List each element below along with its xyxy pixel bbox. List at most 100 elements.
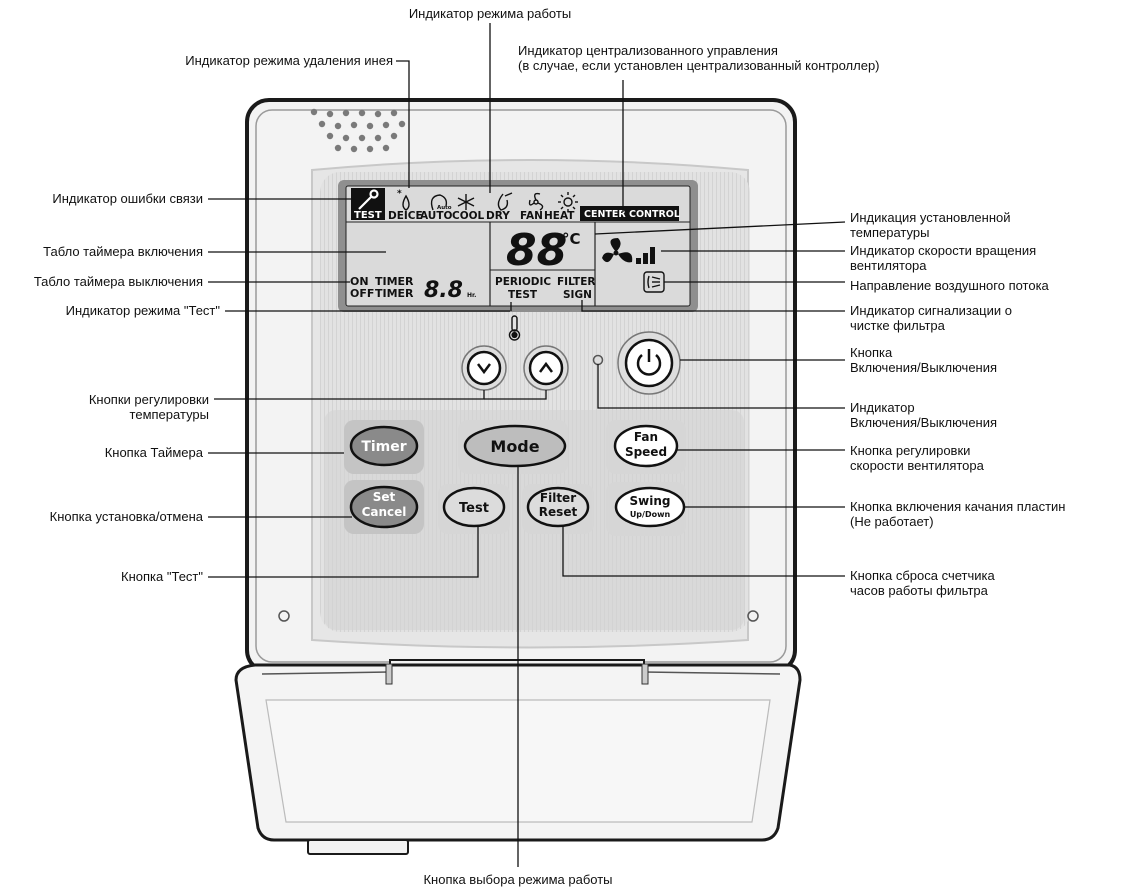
svg-text:Reset: Reset: [539, 505, 578, 519]
label-swing-button-2: (Не работает): [850, 514, 934, 529]
label-temp-buttons-1: Кнопки регулировки: [89, 392, 209, 407]
mode-button[interactable]: Mode: [458, 420, 568, 474]
label-power-button-1: Кнопка: [850, 345, 893, 360]
mode-label-fan: FAN: [520, 210, 543, 222]
on-timer-label: TIMER: [375, 275, 414, 288]
chevron-up-icon: [539, 361, 553, 373]
fan-speed-indicator: [602, 238, 655, 264]
label-test-mode: Индикатор режима "Тест": [66, 303, 221, 318]
label-fan-speed-ind-1: Индикатор скорости вращения: [850, 243, 1036, 258]
label-test-button: Кнопка "Тест": [121, 569, 203, 584]
temp-unit: °C: [562, 230, 581, 248]
test-button[interactable]: Test: [438, 484, 510, 534]
label-power-indicator-2: Включения/Выключения: [850, 415, 997, 430]
label-filter-reset-1: Кнопка сброса счетчика: [850, 568, 995, 583]
mode-icons: * Auto: [397, 189, 578, 212]
mode-label-dry: DRY: [486, 210, 510, 222]
svg-text:Swing: Swing: [630, 494, 671, 508]
filter-sign-indicator: FILTER SIGN: [557, 276, 595, 301]
off-label: OFF: [350, 287, 374, 300]
power-button[interactable]: [617, 331, 681, 395]
label-mode-indicator: Индикатор режима работы: [409, 6, 571, 21]
svg-text:Cancel: Cancel: [362, 505, 407, 519]
label-comm-error: Индикатор ошибки связи: [52, 191, 203, 206]
leader-lines: [208, 23, 846, 867]
label-airflow: Направление воздушного потока: [850, 278, 1050, 293]
label-set-temp-1: Индикация установленной: [850, 210, 1011, 225]
hours-unit: Hr.: [467, 292, 476, 299]
temp-down-button[interactable]: [461, 345, 507, 391]
label-off-timer: Табло таймера выключения: [34, 274, 203, 289]
on-label: ON: [350, 275, 369, 288]
label-filter-reset-2: часов работы фильтра: [850, 583, 989, 598]
wrench-icon: [358, 189, 379, 210]
periodic-test-indicator: PERIODIC TEST: [495, 276, 551, 301]
set-temp-display: 88 °C: [506, 225, 581, 276]
label-fan-speed-button-2: скорости вентилятора: [850, 458, 985, 473]
label-mode-button: Кнопка выбора режима работы: [423, 872, 612, 887]
timer-display: ON OFF TIMER TIMER 8.8 Hr.: [350, 275, 476, 303]
sun-icon: [558, 192, 578, 212]
fan-speed-button[interactable]: Fan Speed: [606, 420, 686, 474]
svg-text:PERIODIC: PERIODIC: [495, 276, 551, 288]
mode-label-cool: COOL: [452, 210, 485, 222]
svg-text:Speed: Speed: [625, 445, 667, 459]
label-filter-sign-1: Индикатор сигнализации о: [850, 303, 1012, 318]
mode-label-auto: AUTO: [420, 210, 452, 222]
label-power-indicator-1: Индикатор: [850, 400, 915, 415]
svg-text:Up/Down: Up/Down: [630, 510, 671, 519]
timer-button[interactable]: Timer: [344, 420, 424, 474]
svg-text:Filter: Filter: [540, 491, 576, 505]
power-icon: [636, 349, 662, 376]
temp-digits: 88: [506, 225, 567, 276]
screw-right: [747, 610, 759, 622]
svg-text:Set: Set: [373, 490, 396, 504]
dry-icon: [497, 192, 513, 211]
label-temp-buttons-2: температуры: [130, 407, 209, 422]
label-on-timer: Табло таймера включения: [43, 244, 203, 259]
svg-text:Mode: Mode: [490, 437, 539, 456]
label-fan-speed-button-1: Кнопка регулировки: [850, 443, 970, 458]
cool-icon: [457, 194, 475, 210]
label-fan-speed-ind-2: вентилятора: [850, 258, 927, 273]
timer-digits: 8.8: [424, 278, 463, 303]
fan-speed-icon: [602, 238, 633, 263]
callout-labels: Индикатор режима работы Индикатор центра…: [34, 6, 1066, 887]
svg-text:Test: Test: [459, 501, 489, 516]
label-set-cancel-button: Кнопка установка/отмена: [50, 509, 204, 524]
label-central-control-1: Индикатор централизованного управления: [518, 43, 778, 58]
label-filter-sign-2: чистке фильтра: [850, 318, 946, 333]
mode-label-deice: DEICE: [388, 210, 423, 222]
label-central-control-2: (в случае, если установлен централизован…: [518, 58, 880, 73]
svg-text:Auto: Auto: [437, 205, 452, 211]
mode-label-heat: HEAT: [544, 210, 575, 222]
svg-text:Fan: Fan: [634, 430, 658, 444]
center-control-indicator: CENTER CONTROL: [580, 206, 680, 221]
auto-icon: Auto: [430, 194, 452, 211]
comm-error-indicator: TEST: [351, 188, 385, 221]
temp-up-button[interactable]: [523, 345, 569, 391]
svg-text:CENTER CONTROL: CENTER CONTROL: [584, 209, 680, 220]
screw-left: [278, 610, 290, 622]
power-indicator-led: [592, 354, 604, 366]
svg-text:FILTER: FILTER: [557, 276, 595, 288]
speaker-grille: [310, 108, 406, 153]
svg-text:*: *: [397, 189, 402, 199]
filter-reset-button[interactable]: Filter Reset: [522, 484, 594, 534]
swing-button[interactable]: Swing Up/Down: [606, 482, 686, 536]
svg-text:SIGN: SIGN: [563, 289, 592, 301]
mode-labels: DEICE AUTO COOL DRY FAN HEAT: [388, 210, 575, 222]
label-swing-button-1: Кнопка включения качания пластин: [850, 499, 1065, 514]
set-cancel-button[interactable]: Set Cancel: [344, 480, 424, 534]
lcd-test-label: TEST: [354, 210, 382, 221]
svg-text:Timer: Timer: [361, 439, 406, 455]
off-timer-label: TIMER: [375, 287, 414, 300]
svg-text:TEST: TEST: [508, 289, 538, 301]
thermometer-icon: [508, 315, 521, 341]
fan-icon: [528, 192, 544, 211]
label-defrost: Индикатор режима удаления инея: [185, 53, 393, 68]
label-power-button-2: Включения/Выключения: [850, 360, 997, 375]
deice-icon: *: [397, 189, 410, 211]
chevron-down-icon: [477, 363, 491, 375]
